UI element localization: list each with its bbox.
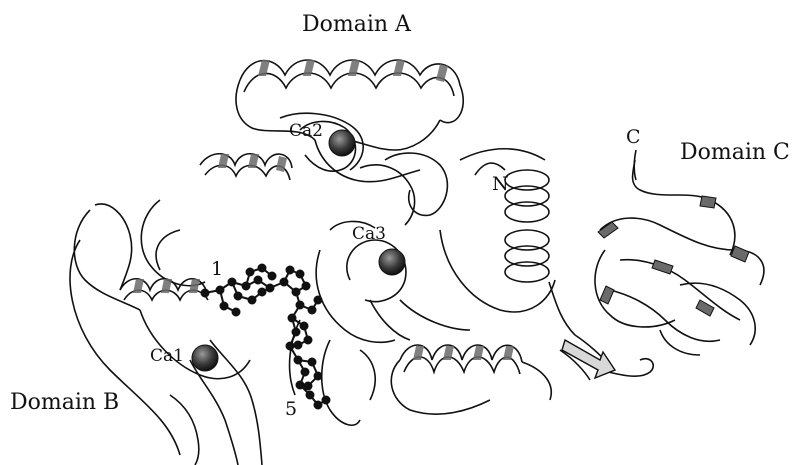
ligand-5-label: 5 — [285, 398, 297, 420]
n-terminus-label: N — [492, 173, 509, 195]
ca3-label: Ca3 — [352, 224, 386, 244]
ca1-label: Ca1 — [150, 346, 184, 366]
c-terminus-line — [634, 150, 636, 180]
calcium-ion-1 — [192, 345, 218, 371]
c-terminus-label: C — [626, 126, 641, 148]
central-structure — [290, 149, 654, 425]
domain-b-label: Domain B — [10, 390, 119, 415]
domain-b-structure — [70, 154, 292, 465]
ligand-ball-and-stick — [202, 265, 330, 409]
domain-c-label: Domain C — [680, 140, 790, 165]
ligand-1-label: 1 — [211, 258, 223, 280]
ca2-label: Ca2 — [289, 121, 323, 141]
calcium-ion-2 — [329, 130, 355, 156]
calcium-ion-3 — [379, 249, 405, 275]
domain-c-strand-shading — [598, 196, 749, 316]
domain-a-label: Domain A — [302, 12, 411, 37]
